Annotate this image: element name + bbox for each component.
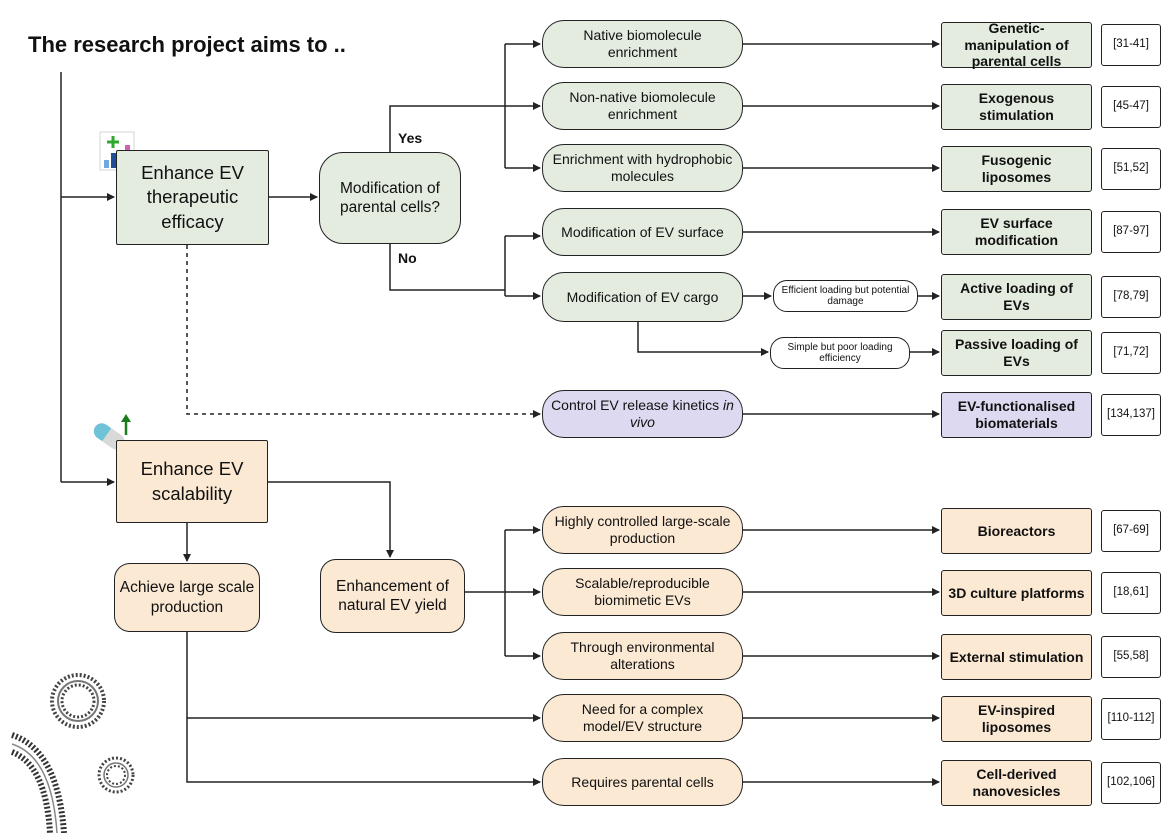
goal-scalability-box: Enhance EV scalability: [116, 440, 268, 523]
aim-non-native-label: Non-native biomolecule enrichment: [569, 89, 716, 122]
ref-6: [134,137]: [1101, 394, 1161, 436]
active-loading-note: Efficient loading but potential damage: [773, 280, 918, 312]
ref-11: [102,106]: [1101, 762, 1161, 804]
result-exogenous-stimulation: Exogenous stimulation: [941, 84, 1092, 130]
aim-release-kinetics: Control EV release kinetics in vivo: [542, 390, 743, 438]
aim-ev-surface-label: Modification of EV surface: [561, 223, 724, 240]
aim-ev-surface: Modification of EV surface: [542, 208, 743, 256]
aim-ev-cargo-label: Modification of EV cargo: [566, 288, 719, 305]
result-ev-biomaterials-label: EV-functionalised biomaterials: [957, 398, 1076, 431]
aim-hydrophobic-label: Enrichment with hydrophobic molecules: [552, 151, 733, 184]
aim-biomimetic-label: Scalable/reproducible biomimetic EVs: [575, 575, 710, 608]
no-label: No: [398, 250, 417, 266]
aim-controlled-production-label: Highly controlled large-scale production: [554, 513, 731, 546]
aim-biomimetic: Scalable/reproducible biomimetic EVs: [542, 568, 743, 616]
modification-question-label: Modification of parental cells?: [340, 179, 440, 216]
result-bioreactors-label: Bioreactors: [977, 522, 1056, 539]
membrane-icon: [10, 732, 67, 833]
aim-ev-cargo: Modification of EV cargo: [542, 272, 743, 322]
passive-loading-note: Simple but poor loading efficiency: [770, 337, 910, 369]
ref-1: [45-47]: [1101, 86, 1161, 128]
ref-4: [78,79]: [1101, 276, 1161, 318]
aim-environmental-label: Through environmental alterations: [570, 639, 715, 672]
result-fusogenic-liposomes: Fusogenic liposomes: [941, 146, 1092, 192]
goal-efficacy-label: Enhance EV therapeutic efficacy: [141, 162, 244, 232]
goal-efficacy-box: Enhance EV therapeutic efficacy: [116, 150, 269, 245]
result-ev-inspired-liposomes-label: EV-inspired liposomes: [977, 702, 1056, 735]
natural-yield-question-label: Enhancement of natural EV yield: [336, 577, 449, 614]
result-cell-derived-nanovesicles-label: Cell-derived nanovesicles: [972, 766, 1061, 799]
result-3d-culture-label: 3D culture platforms: [948, 584, 1085, 601]
large-scale-question: Achieve large scale production: [114, 563, 260, 632]
result-bioreactors: Bioreactors: [941, 508, 1092, 554]
result-external-stimulation: External stimulation: [941, 634, 1092, 680]
result-active-loading: Active loading of EVs: [941, 274, 1092, 320]
result-genetic-manipulation-label: Genetic-manipulation of parental cells: [964, 20, 1069, 70]
result-ev-biomaterials: EV-functionalised biomaterials: [941, 392, 1092, 438]
result-passive-loading: Passive loading of EVs: [941, 330, 1092, 376]
result-3d-culture: 3D culture platforms: [941, 570, 1092, 616]
modification-question: Modification of parental cells?: [319, 152, 461, 244]
ref-8: [18,61]: [1101, 572, 1161, 614]
liposome-icon: [50, 673, 135, 794]
result-cell-derived-nanovesicles: Cell-derived nanovesicles: [941, 760, 1092, 806]
aim-controlled-production: Highly controlled large-scale production: [542, 506, 743, 554]
large-scale-question-label: Achieve large scale production: [119, 579, 255, 616]
result-fusogenic-liposomes-label: Fusogenic liposomes: [981, 152, 1052, 185]
page-title: The research project aims to ..: [28, 32, 346, 57]
ref-3: [87-97]: [1101, 211, 1161, 253]
natural-yield-question: Enhancement of natural EV yield: [320, 559, 465, 633]
yes-label: Yes: [398, 130, 423, 146]
goal-scalability-label: Enhance EV scalability: [140, 458, 244, 504]
aim-hydrophobic: Enrichment with hydrophobic molecules: [542, 144, 743, 192]
result-external-stimulation-label: External stimulation: [949, 648, 1084, 665]
aim-complex-model-label: Need for a complex model/EV structure: [581, 701, 704, 734]
result-passive-loading-label: Passive loading of EVs: [955, 336, 1078, 369]
result-active-loading-label: Active loading of EVs: [960, 280, 1073, 313]
aim-parental-cells: Requires parental cells: [542, 758, 743, 806]
aim-non-native: Non-native biomolecule enrichment: [542, 82, 743, 130]
result-ev-surface-modification-label: EV surface modification: [974, 215, 1059, 248]
result-ev-surface-modification: EV surface modification: [941, 209, 1092, 255]
result-genetic-manipulation: Genetic-manipulation of parental cells: [941, 20, 1092, 70]
passive-loading-note-label: Simple but poor loading efficiency: [787, 341, 893, 365]
aim-parental-cells-label: Requires parental cells: [571, 773, 714, 790]
ref-7: [67-69]: [1101, 510, 1161, 552]
ref-10: [110-112]: [1101, 698, 1161, 740]
result-exogenous-stimulation-label: Exogenous stimulation: [978, 90, 1055, 123]
aim-native-label: Native biomolecule enrichment: [583, 27, 702, 60]
ref-5: [71,72]: [1101, 332, 1161, 374]
active-loading-note-label: Efficient loading but potential damage: [781, 284, 910, 308]
aim-complex-model: Need for a complex model/EV structure: [542, 694, 743, 742]
ref-2: [51,52]: [1101, 148, 1161, 190]
aim-release-kinetics-label: Control EV release kinetics in vivo: [551, 397, 734, 430]
aim-environmental: Through environmental alterations: [542, 632, 743, 680]
result-ev-inspired-liposomes: EV-inspired liposomes: [941, 696, 1092, 742]
ref-9: [55,58]: [1101, 636, 1161, 678]
ref-0: [31-41]: [1101, 24, 1161, 66]
aim-native: Native biomolecule enrichment: [542, 20, 743, 68]
